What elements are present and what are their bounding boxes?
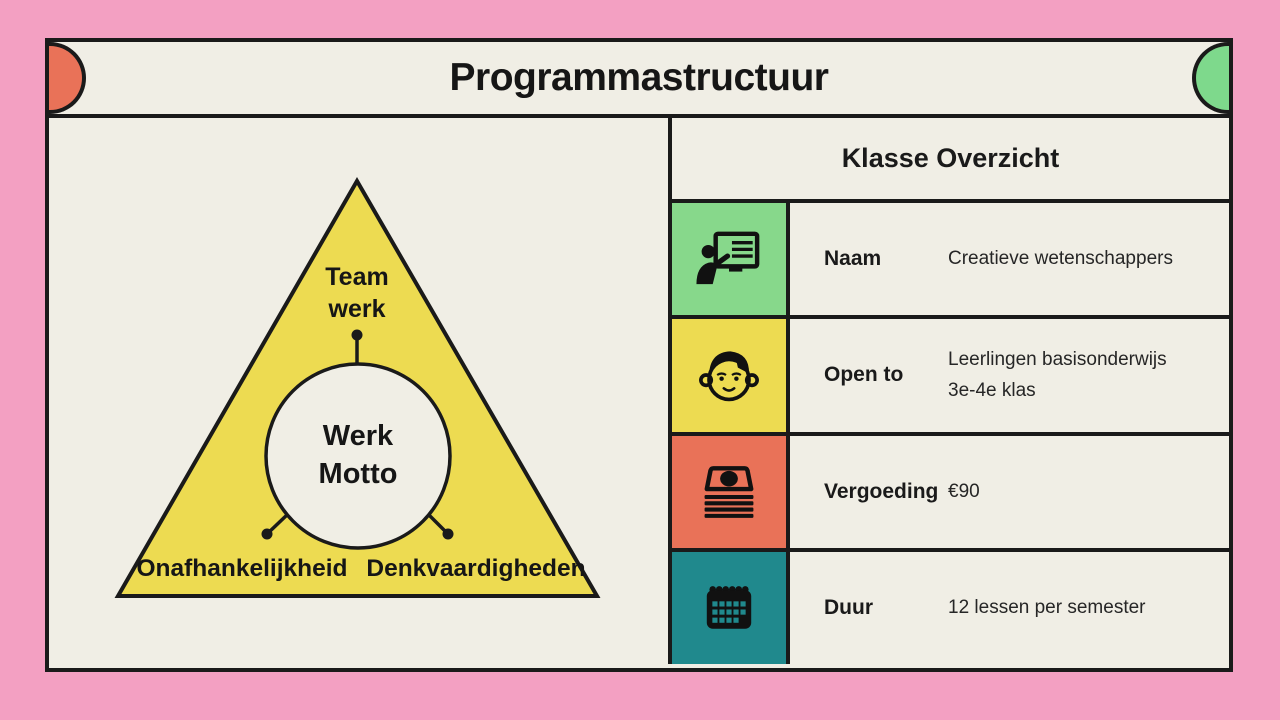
page-title: Programmastructuur (449, 56, 829, 99)
row-value: Creatieve wetenschappers (948, 248, 1173, 270)
bottom-left-label: Onafhankelijkheid (136, 555, 347, 582)
duur-icon-cell (672, 551, 790, 664)
top-label-line1: Team (325, 263, 388, 291)
center-label-line1: Werk (323, 420, 394, 452)
row-label: Duur (824, 595, 873, 619)
left-semicircle-decoration (49, 42, 86, 114)
row-label: Vergoeding (824, 479, 939, 503)
row-value-line2: 3e-4e klas (948, 380, 1036, 402)
slide-board: Programmastructuur Team werk Werk (45, 38, 1233, 672)
title-bar: Programmastructuur (49, 42, 1229, 118)
table-row-vergoeding: Vergoeding €90 (672, 431, 1229, 548)
center-label-line2: Motto (319, 458, 398, 490)
duur-row-body: Duur 12 lessen per semester (790, 552, 1229, 664)
overview-header: Klasse Overzicht (672, 118, 1229, 203)
table-row-duur: Duur 12 lessen per semester (672, 547, 1229, 664)
row-value: Leerlingen basisonderwijs 3e-4e klas (948, 344, 1167, 407)
content-area: Team werk Werk Motto Onafhankelijkheid D… (49, 118, 1229, 664)
top-connector-dot (351, 329, 363, 341)
money-stack-icon (704, 465, 754, 518)
bottom-left-connector-dot (261, 528, 273, 540)
calendar-icon (706, 586, 752, 629)
vergoeding-row-body: Vergoeding €90 (790, 436, 1229, 548)
row-value: 12 lessen per semester (948, 597, 1146, 619)
class-overview-panel: Klasse Overzicht (672, 118, 1229, 664)
calendar-grid (712, 601, 746, 623)
teacher-presentation-icon (696, 231, 760, 285)
row-value: €90 (948, 480, 980, 502)
table-row-open-to: Open to Leerlingen basisonderwijs 3e-4e … (672, 315, 1229, 432)
overview-title: Klasse Overzicht (841, 143, 1060, 173)
bottom-right-label: Denkvaardigheden (366, 555, 585, 582)
row-value-line1: Leerlingen basisonderwijs (948, 349, 1167, 371)
open-to-icon-cell (672, 319, 790, 432)
vergoeding-icon-cell (672, 435, 790, 548)
table-row-naam: Naam Creatieve wetenschappers (672, 203, 1229, 316)
top-label-line2: werk (328, 295, 386, 323)
pyramid-diagram-panel: Team werk Werk Motto Onafhankelijkheid D… (49, 118, 672, 664)
open-to-row-body: Open to Leerlingen basisonderwijs 3e-4e … (790, 319, 1229, 431)
row-label: Open to (824, 363, 904, 387)
naam-icon-cell (672, 203, 790, 316)
row-label: Naam (824, 247, 882, 271)
bottom-right-connector-dot (442, 528, 454, 540)
right-semicircle-decoration (1192, 42, 1229, 114)
pyramid-diagram: Team werk Werk Motto Onafhankelijkheid D… (114, 176, 601, 598)
naam-row-body: Naam Creatieve wetenschappers (790, 203, 1229, 315)
center-circle (264, 362, 452, 550)
child-face-icon (699, 351, 759, 402)
